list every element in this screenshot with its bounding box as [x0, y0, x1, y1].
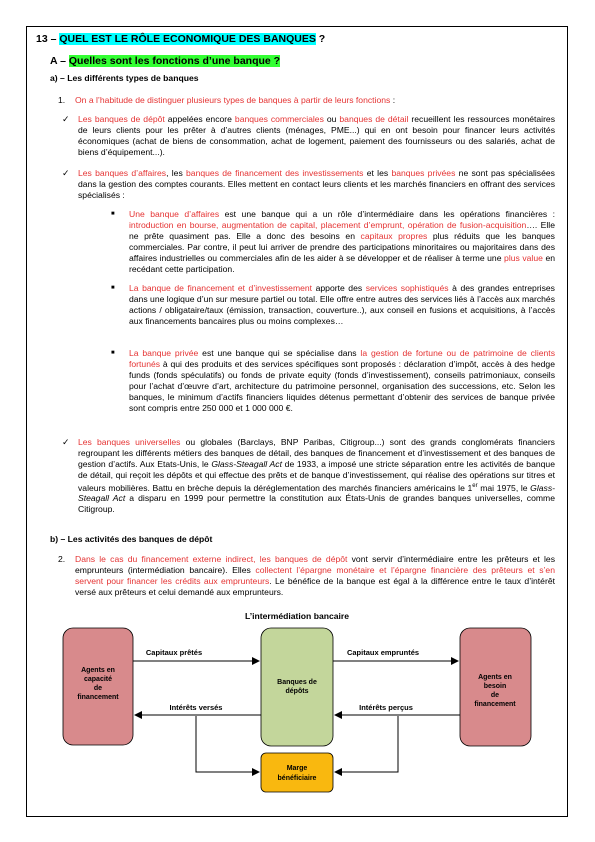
- item-1-text: On a l’habitude de distinguer plusieurs …: [75, 95, 396, 105]
- svg-text:Agents en: Agents en: [478, 674, 512, 681]
- checkmark-icon: ✓: [62, 437, 70, 447]
- main-heading: 13 – QUEL EST LE RÔLE ECONOMIQUE DES BAN…: [36, 33, 326, 45]
- svg-text:de: de: [491, 692, 499, 699]
- lender-agents-box: Agents en capacité de financement: [62, 627, 134, 746]
- svg-text:Banques de: Banques de: [277, 679, 317, 686]
- label-interets-verses: Intérêts versés: [170, 703, 223, 712]
- main-heading-title: QUEL EST LE RÔLE ECONOMIQUE DES BANQUES: [59, 33, 316, 45]
- svg-text:capacité: capacité: [84, 676, 112, 683]
- borrower-agents-box: Agents en besoin de financement: [459, 627, 532, 747]
- bullet-banques-depot: Les banques de dépôt appelées encore ban…: [78, 114, 556, 157]
- square-bullet-icon: ■: [111, 211, 115, 217]
- svg-text:de: de: [94, 685, 102, 692]
- section-a-title: Quelles sont les fonctions d’une banque …: [68, 55, 281, 67]
- section-a-heading: A – Quelles sont les fonctions d’une ban…: [50, 55, 281, 67]
- svg-text:financement: financement: [474, 701, 516, 708]
- arrow-to-margin-right: [334, 716, 399, 776]
- svg-text:financement: financement: [77, 694, 119, 701]
- sub-bullet-banque-privee: La banque privée est une banque qui se s…: [129, 348, 555, 413]
- svg-text:dépôts: dépôts: [286, 688, 309, 695]
- svg-text:Agents en: Agents en: [81, 667, 115, 674]
- svg-text:Marge: Marge: [287, 765, 308, 772]
- item-2-number: 2.: [58, 554, 66, 564]
- label-interets-percus: Intérêts perçus: [359, 703, 413, 712]
- checkmark-icon: ✓: [62, 168, 70, 178]
- item-1-number: 1.: [58, 95, 66, 105]
- item-2-text: Dans le cas du financement externe indir…: [75, 554, 555, 597]
- square-bullet-icon: ■: [111, 350, 115, 356]
- label-capitaux-empruntes: Capitaux empruntés: [347, 648, 419, 657]
- page-frame: [26, 26, 568, 817]
- svg-text:besoin: besoin: [484, 683, 507, 690]
- square-bullet-icon: ■: [111, 285, 115, 291]
- arrow-to-margin-left: [195, 716, 260, 776]
- deposit-banks-box: Banques de dépôts: [260, 627, 334, 747]
- profit-margin-box: Marge bénéficiaire: [260, 752, 334, 793]
- svg-text:bénéficiaire: bénéficiaire: [278, 775, 317, 782]
- checkmark-icon: ✓: [62, 114, 70, 124]
- subsection-b-heading: b) – Les activités des banques de dépôt: [50, 534, 213, 544]
- bullet-banques-affaires: Les banques d’affaires, les banques de f…: [78, 168, 555, 200]
- bullet-banques-universelles: Les banques universelles ou globales (Ba…: [78, 437, 555, 515]
- label-capitaux-pretes: Capitaux prêtés: [146, 648, 202, 657]
- diagram-title: L’intermédiation bancaire: [245, 611, 349, 621]
- subsection-a-heading: a) – Les différents types de banques: [50, 73, 199, 83]
- sub-bullet-banque-financement: La banque de financement et d’investisse…: [129, 283, 555, 326]
- sub-bullet-banque-affaires: Une banque d’affaires est une banque qui…: [129, 209, 556, 274]
